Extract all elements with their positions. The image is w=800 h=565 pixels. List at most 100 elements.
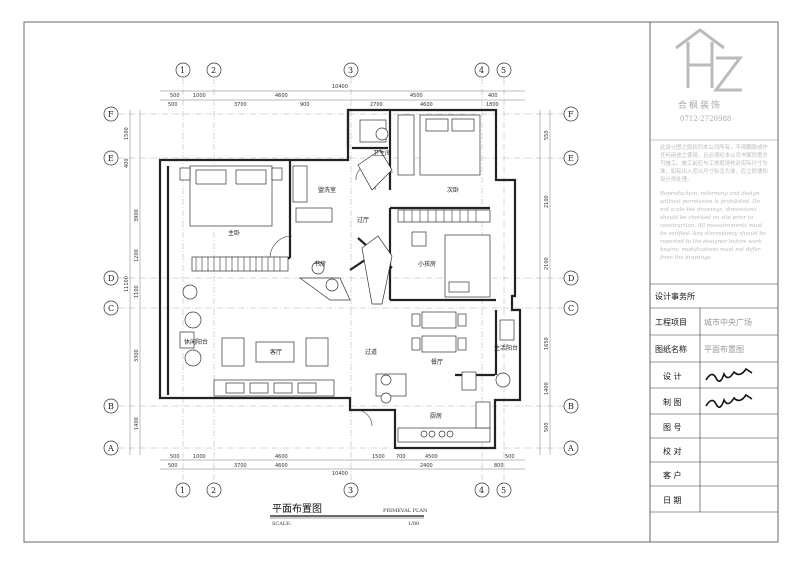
room-kitchen: 厨房 bbox=[430, 412, 442, 420]
axis-col-4-top: 4 bbox=[479, 66, 484, 75]
axis-col-1-top: 1 bbox=[180, 66, 185, 75]
tb-label-project: 工程项目 bbox=[655, 318, 687, 327]
room-living: 客厅 bbox=[270, 348, 282, 356]
kids-desk bbox=[361, 235, 393, 305]
armchair-right bbox=[305, 337, 329, 367]
room-corridor: 过道 bbox=[365, 348, 377, 356]
tb-label-date: 日 期 bbox=[663, 496, 682, 505]
room-hall: 过厅 bbox=[357, 216, 369, 224]
dim-left-4: 1200 bbox=[134, 249, 140, 262]
dim-top-5: 400 bbox=[488, 93, 498, 99]
tb-label-design: 设 计 bbox=[663, 371, 682, 381]
dim-top2-3: 900 bbox=[300, 102, 310, 108]
dim-top-3: 4600 bbox=[275, 93, 288, 99]
study-desk bbox=[298, 277, 351, 301]
washroom-basin bbox=[295, 207, 333, 223]
company-logo bbox=[675, 28, 743, 92]
axis-row-A-right: A bbox=[567, 444, 574, 453]
axis-row-B-left: B bbox=[108, 402, 114, 411]
dim-bot-3: 4600 bbox=[275, 454, 288, 460]
notes-en: Reproduction, reforming and design witho… bbox=[660, 191, 766, 261]
axis-col-5-top: 5 bbox=[501, 66, 506, 75]
dim-bot2-3: 4600 bbox=[275, 463, 288, 469]
stool-1 bbox=[380, 374, 392, 386]
axis-grid bbox=[118, 78, 565, 482]
company-phone: 0712-2720988 bbox=[680, 115, 731, 123]
dim-bot2-5: 800 bbox=[494, 463, 504, 469]
dim-top2-5: 4600 bbox=[420, 102, 433, 108]
kitchen-side-counter bbox=[475, 401, 491, 429]
tb-label-draft: 制 图 bbox=[663, 397, 682, 407]
toilet-icon bbox=[375, 127, 389, 141]
study-chair-1 bbox=[311, 261, 325, 275]
axis-row-D-right: D bbox=[568, 274, 574, 283]
dim-top-2: 1000 bbox=[193, 93, 206, 99]
dim-bot-6: 4500 bbox=[425, 454, 438, 460]
axis-col-5-bottom: 5 bbox=[501, 486, 506, 495]
service-cabinet bbox=[499, 319, 515, 341]
dim-left-1: 1500 bbox=[124, 127, 130, 140]
axis-col-4-bottom: 4 bbox=[479, 486, 484, 495]
dim-bot-7: 500 bbox=[505, 454, 515, 460]
drawing-subtitle: PRIMEVAL PLAN bbox=[383, 508, 428, 514]
room-service: 生活阳台 bbox=[494, 344, 518, 352]
dim-bot-5: 700 bbox=[396, 454, 406, 460]
drawing-title: 平面布置图 bbox=[272, 503, 322, 515]
island-counter bbox=[375, 373, 407, 397]
dim-bottom-total: 10400 bbox=[332, 471, 348, 477]
dining-table-1 bbox=[421, 311, 457, 329]
axis-col-3-top: 3 bbox=[348, 66, 353, 75]
dim-bot2-1: 500 bbox=[168, 463, 178, 469]
tb-value-project: 城市中央广场 bbox=[704, 317, 752, 327]
row-markers bbox=[103, 106, 579, 456]
dim-right-5: 1400 bbox=[544, 382, 550, 395]
fridge bbox=[461, 371, 477, 391]
dim-bot-1: 500 bbox=[170, 454, 180, 460]
dim-bot2-2: 3700 bbox=[234, 463, 247, 469]
dim-bot-4: 1500 bbox=[372, 454, 385, 460]
balcony-seat-1 bbox=[184, 311, 202, 329]
armchair-left bbox=[221, 337, 245, 367]
tb-label-number: 图 号 bbox=[663, 423, 682, 432]
dim-right-1: 550 bbox=[544, 130, 550, 140]
room-washroom: 盥洗室 bbox=[318, 186, 336, 194]
room-study: 书房 bbox=[314, 260, 326, 268]
notes-block: 此设计图之版权归本公司所有，不得翻版或作任何用途之使用，且必须经本公司书面同意方… bbox=[660, 145, 768, 261]
axis-row-C-left: C bbox=[108, 304, 114, 313]
kids-chair bbox=[411, 231, 427, 247]
dim-left-7: 1400 bbox=[134, 417, 140, 430]
dim-right-3: 2100 bbox=[544, 257, 550, 270]
dimension-lines bbox=[129, 90, 551, 470]
second-wardrobe bbox=[397, 114, 415, 176]
company-name: 合枫装饰 bbox=[678, 99, 722, 111]
master-wardrobe bbox=[191, 256, 289, 272]
dim-top-total: 10400 bbox=[332, 84, 348, 90]
dim-right-2: 2100 bbox=[544, 195, 550, 208]
dim-bot-2: 1000 bbox=[193, 454, 206, 460]
bathroom-vanity bbox=[357, 149, 393, 191]
dim-left-total: 11100 bbox=[124, 276, 130, 292]
tb-label-check: 校 对 bbox=[663, 446, 682, 456]
master-bed bbox=[179, 165, 283, 227]
study-chair-2 bbox=[325, 278, 339, 292]
axis-col-2-bottom: 2 bbox=[211, 486, 216, 495]
axis-row-A-left: A bbox=[107, 444, 114, 453]
coffee-table bbox=[255, 341, 295, 363]
scale-label: SCALE: bbox=[272, 521, 292, 527]
title-block: 设计事务所 工程项目 城市中央广场 图纸名称 平面布置图 设 计 制 图 图 号… bbox=[650, 283, 778, 513]
axis-row-F-left: F bbox=[108, 110, 114, 119]
axis-col-3-bottom: 3 bbox=[348, 486, 353, 495]
dining-table-2 bbox=[421, 335, 457, 353]
dim-top-4: 4500 bbox=[410, 93, 423, 99]
room-dining: 餐厅 bbox=[431, 358, 443, 366]
notes-cn: 此设计图之版权归本公司所有，不得翻版或作任何用途之使用，且必须经本公司书面同意方… bbox=[660, 145, 768, 183]
dim-top2-2: 3700 bbox=[234, 102, 247, 108]
dim-right-6: 500 bbox=[544, 422, 550, 432]
wardrobe-hatch-second bbox=[403, 210, 477, 222]
sheet-border bbox=[23, 21, 779, 543]
room-master: 主卧 bbox=[228, 229, 240, 237]
tb-value-drawing: 平面布置图 bbox=[704, 344, 744, 354]
room-kids: 小孩房 bbox=[418, 260, 436, 268]
